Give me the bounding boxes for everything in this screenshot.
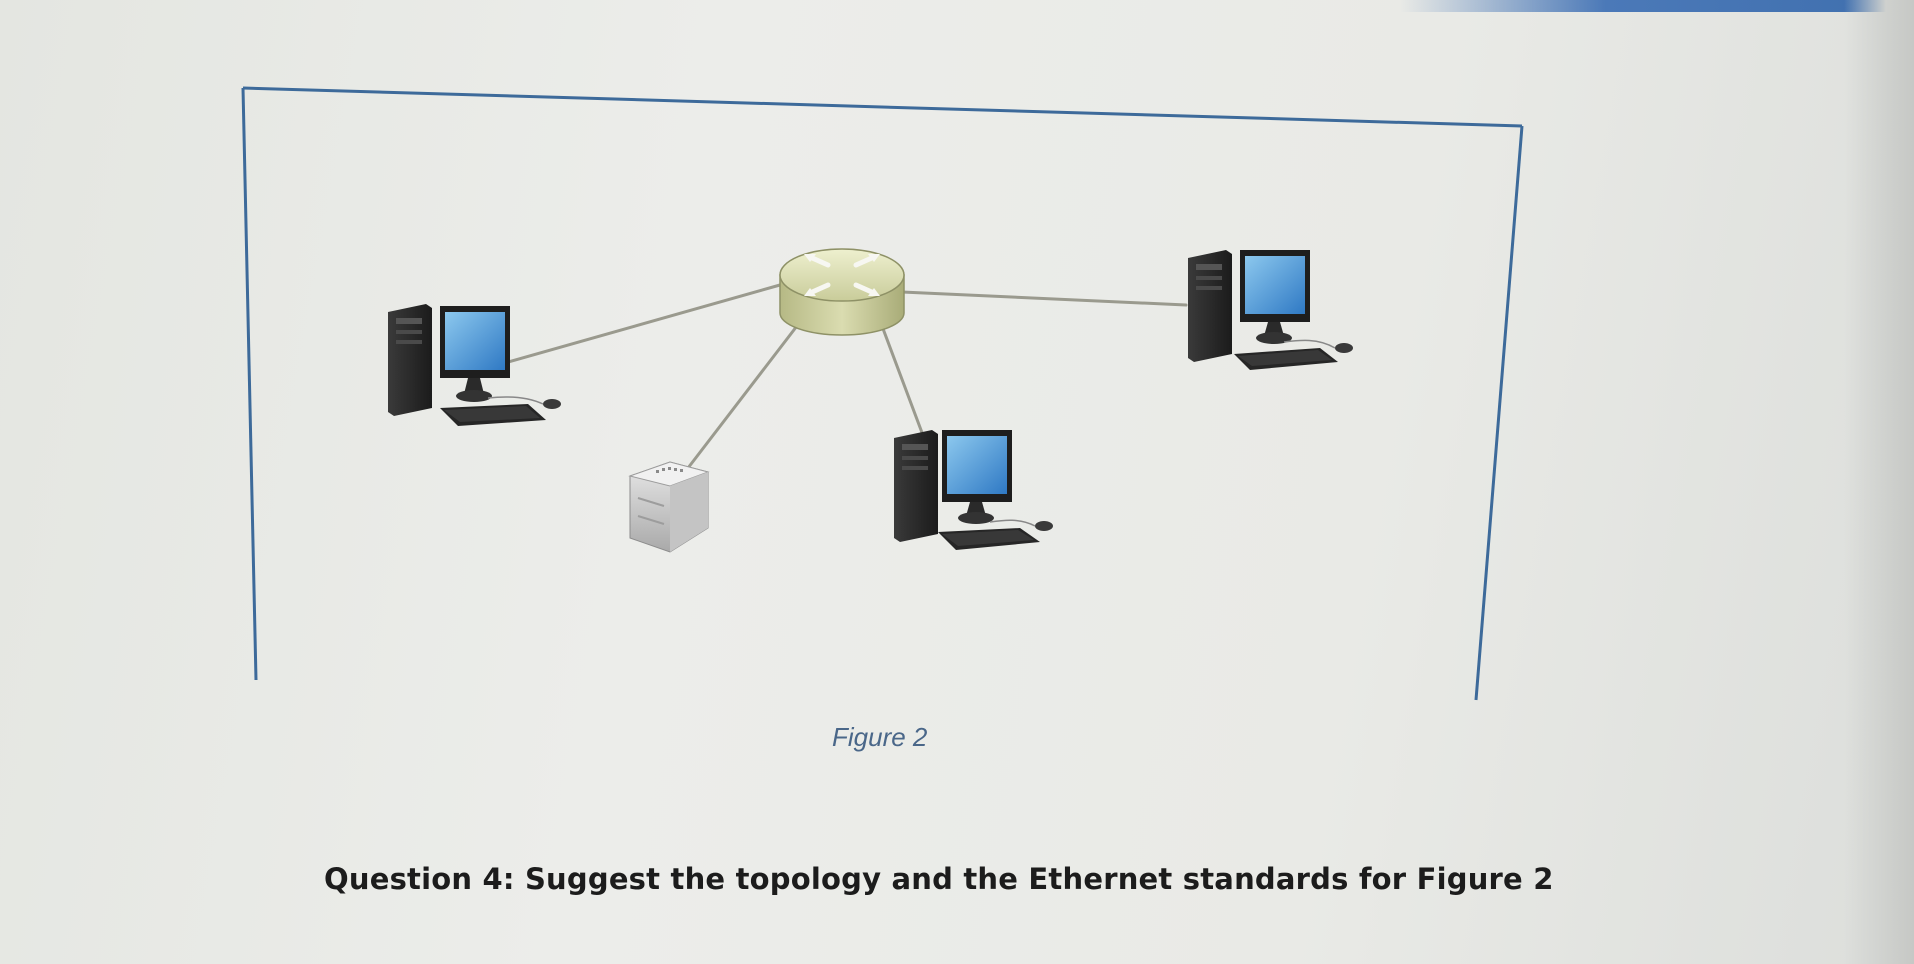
link-router-printer — [686, 320, 802, 470]
desktop-computer-icon — [388, 304, 561, 426]
window-accent-strip — [1400, 0, 1914, 12]
question-text: Question 4: Suggest the topology and the… — [324, 862, 1554, 896]
desktop-computer-icon — [894, 430, 1053, 550]
printer-icon — [628, 461, 710, 553]
figure-caption: Figure 2 — [832, 722, 928, 752]
link-router-right-pc — [900, 290, 1188, 307]
router-icon — [779, 248, 905, 336]
link-router-left-pc — [506, 283, 782, 364]
network-links — [506, 283, 1188, 470]
figure-border — [241, 86, 1524, 701]
desktop-computer-icon — [1188, 250, 1353, 370]
link-router-bottom-pc — [880, 324, 926, 440]
screen-edge-shadow — [1844, 0, 1914, 964]
